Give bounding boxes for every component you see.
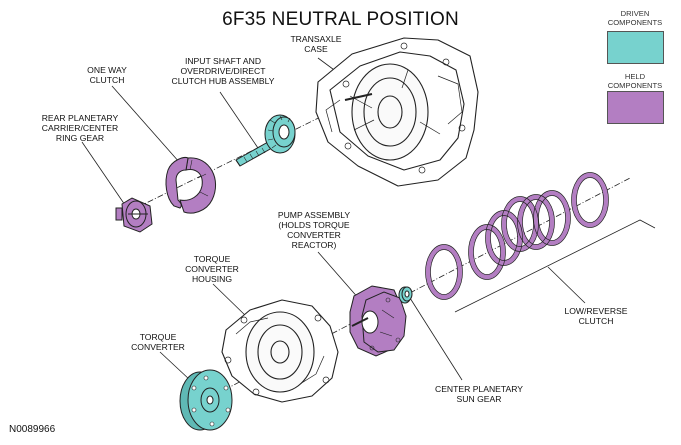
legend-held-swatch: [607, 91, 664, 124]
leader-torque-converter-housing: [212, 283, 249, 319]
input-shaft-clutch-hub: [235, 114, 296, 167]
label-transaxle-case: TRANSAXLE CASE: [290, 34, 342, 54]
leader-pump-assembly: [317, 251, 361, 301]
legend-driven-label: DRIVEN COMPONENTS: [607, 9, 663, 27]
bracket-low-reverse-clutch: [454, 219, 656, 313]
leader-low-reverse-clutch: [547, 266, 586, 304]
one-way-clutch: [165, 157, 217, 214]
rear-planetary-carrier: [115, 197, 153, 233]
leader-one-way-clutch: [111, 85, 181, 164]
leader-torque-converter: [159, 351, 191, 381]
label-torque-converter: TORQUE CONVERTER: [131, 332, 185, 352]
legend-held-label: HELD COMPONENTS: [607, 72, 663, 90]
label-input-shaft: INPUT SHAFT AND OVERDRIVE/DIRECT CLUTCH …: [171, 56, 275, 86]
document-id: N0089966: [9, 424, 56, 435]
low-reverse-clutch-plates: [425, 172, 609, 300]
label-center-planetary: CENTER PLANETARY SUN GEAR: [434, 384, 524, 404]
center-planetary-sun-gear: [398, 286, 413, 304]
legend-driven-swatch: [607, 31, 664, 64]
torque-converter: [179, 369, 233, 431]
torque-converter-housing: [221, 299, 339, 403]
label-torque-converter-housing: TORQUE CONVERTER HOUSING: [185, 254, 239, 284]
leader-center-planetary: [409, 297, 463, 381]
pump-assembly: [349, 285, 407, 357]
label-rear-planetary: REAR PLANETARY CARRIER/CENTER RING GEAR: [41, 113, 119, 143]
label-low-reverse-clutch: LOW/REVERSE CLUTCH: [564, 306, 628, 326]
diagram-title: 6F35 NEUTRAL POSITION: [222, 9, 459, 30]
label-pump-assembly: PUMP ASSEMBLY (HOLDS TORQUE CONVERTER RE…: [277, 210, 351, 250]
leader-input-shaft: [219, 91, 259, 149]
label-one-way-clutch: ONE WAY CLUTCH: [87, 65, 127, 85]
transaxle-case: [315, 37, 479, 187]
leader-rear-planetary: [81, 141, 126, 206]
